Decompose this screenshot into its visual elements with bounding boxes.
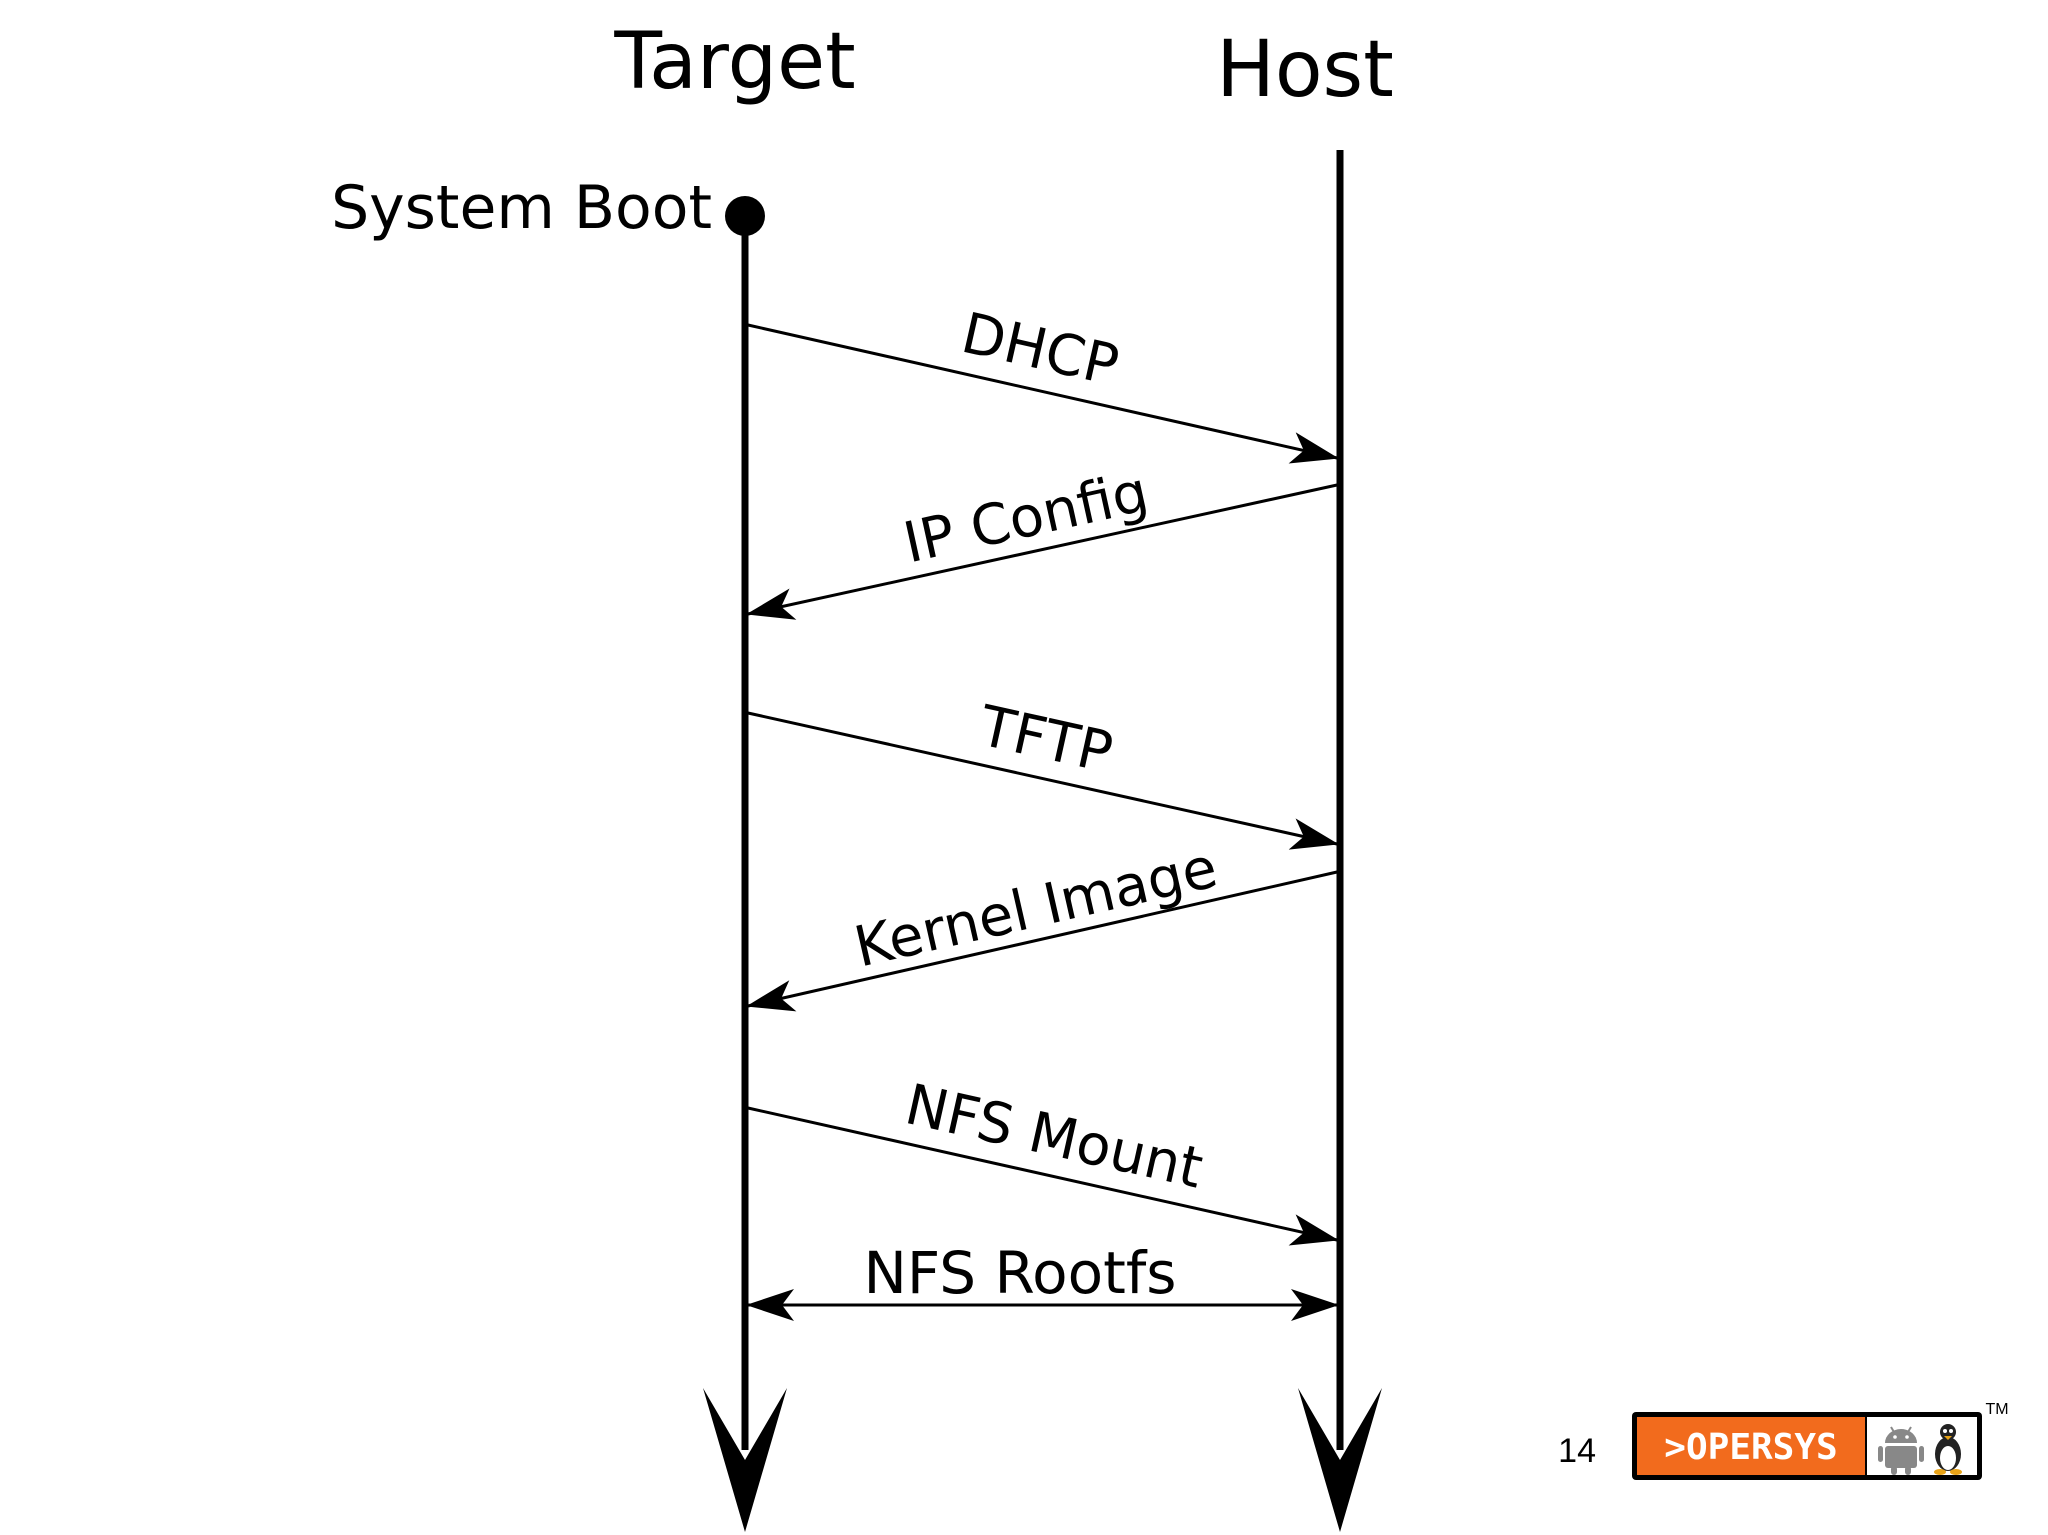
actor-target-title: Target [613, 17, 855, 107]
trademark-mark: TM [1985, 1401, 2008, 1418]
message-arrow-nfs-mount [747, 1106, 1339, 1246]
message-label-ip-config: IP Config [898, 460, 1154, 577]
message-label-nfs-rootfs: NFS Rootfs [863, 1239, 1176, 1307]
message-label-nfs-mount: NFS Mount [900, 1072, 1209, 1201]
start-event-label: System Boot [331, 173, 712, 243]
opersys-logo: >OPERSYS TM [1632, 1401, 2009, 1480]
android-icon [1878, 1426, 1924, 1475]
target-lifeline-arrowhead [703, 1388, 787, 1532]
logo-icon-field [1867, 1417, 1977, 1475]
message-arrow-kernel-image [746, 870, 1338, 1012]
slide-number: 14 [1558, 1432, 1596, 1470]
message-label-kernel-image: Kernel Image [849, 835, 1223, 980]
message-arrow-tftp [747, 711, 1339, 850]
message-label-tftp: TFTP [973, 694, 1118, 787]
logo-text: >OPERSYS [1664, 1427, 1837, 1468]
message-arrow-ip-config [746, 483, 1338, 620]
actor-host-title: Host [1216, 25, 1394, 115]
tux-penguin-icon [1934, 1424, 1962, 1475]
logo-orange-field [1637, 1417, 1865, 1475]
host-lifeline-arrowhead [1298, 1388, 1382, 1532]
message-label-dhcp: DHCP [956, 301, 1125, 399]
message-arrow-dhcp [747, 323, 1339, 464]
